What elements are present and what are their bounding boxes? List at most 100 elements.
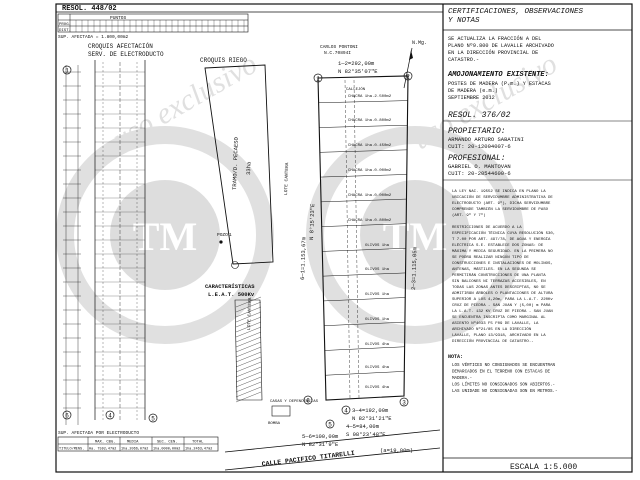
callejon-line-2 [353,79,360,399]
casas-box [271,405,291,417]
sup-r-total: 1ha.2463,47m2 [185,447,212,452]
vertex-4 [341,405,351,415]
note2-line: ANTENAS, MÁSTILES. EN LA SEGUNDA SE [452,267,537,272]
nota-line: LAS UNIDADE NO CONSIGNADAS SON EN METROS… [452,390,558,394]
bottom-rumbo-2: S 08°23'48"E [346,431,386,438]
note2-line: SE PODRÁ REALIZAR NINGÚN TIPO DE [452,255,529,260]
chacra-2: CHACRA 1ha.0.800m2 [348,118,392,123]
sup-r-media: 1ha.2066,07m2 [121,447,148,452]
bottom-dist-3: 5—6=100,00m [302,433,339,440]
main-parcel [317,75,409,401]
propietario-label: PROPIETARIO: [448,127,506,136]
callejon-label: CALLEJÓN [346,87,366,92]
lote-label: LOTE CANTERA [246,297,253,330]
nota-line: DEMARCADOS EN EL TERRENO CON ESTACAS DE [452,371,550,375]
notes-block-1: LA LEY NAC. 19552 SE INDICA EN PLANO LAU… [452,190,553,218]
note2-line: CRUZ DE PIEDRA - SAN JUAN Y (5,00) m PAR… [452,303,551,308]
top-rumbo: N 82°35'07"E [338,68,378,75]
note1-line: UBICACIÓN DE SERVIDUMBRE ADMINISTRATIVA … [452,195,553,200]
note1-line: (ART. 9º Y 7º) [452,212,486,218]
note2-line: RESTRICCIONES DE ACUERDO A LA [452,226,522,230]
amojonamiento-line: POSTES DE MADERA (P.m.) Y ESTACAS [448,81,551,87]
watermark-ring-left [56,126,274,344]
sup-h-total: TOTAL [192,441,204,445]
vertex-3-label: 3 [402,400,406,407]
right-side-dist: 2—3=1.115,05m [410,246,419,290]
watermark-disc-right [360,180,470,290]
propietario-name: ARMANDO ARTURO SABATINI [448,136,524,143]
note1-line: COMPRENDE TAMBIÉN LA SERVIDUMBRE DE PASO [452,207,549,212]
watermark-disc-left [110,180,220,290]
cert-title-2: Y NOTAS [448,17,480,25]
callejon-line-1 [344,79,351,399]
north-label: N.Mg. [412,40,427,46]
amojonamiento-line: SEPTIEMBRE 2012 [448,95,495,101]
casas-label: CASAS Y DEPENDENCIAS [270,400,319,404]
top-dist: 1—2=292,00m [338,60,375,67]
bottom-rumbo-1: N 82°31'21"E [352,415,392,422]
riego-parcel [204,64,274,265]
header-puntos: PUNTOS [110,15,127,21]
caracteristicas: CARACTERÍSTICAS [205,283,255,290]
vertex-4-label: 4 [344,408,348,415]
note1-line: LA LEY NAC. 19552 SE INDICA EN PLANO LA [452,190,546,194]
left-side-dist: 6—1=1.153,67m [299,236,308,280]
propietario-cuit: CUIT: 20-12004007-6 [448,143,511,150]
bomba-label: BOMBA [268,422,281,426]
watermark-logo-left: TM [133,214,197,259]
note2-line: SUPERIOR A LOS 4,20m, PARA LA L.A.T. 220… [452,298,553,302]
electroducto-strip [94,60,146,420]
sup-afectada: SUP. AFECTADA = 1.800,00m2 [58,34,129,40]
bottom-dist-2: 4—5=84,00m [346,423,380,430]
actualiza-line: PLANO Nº9.800 DE LAVALLE ARCHIVADO [448,43,554,49]
lote-cantera-side: LOTE CANTERA [283,162,290,195]
vertex-2-label: 2 [406,74,410,81]
pozo-label: POZO [217,232,228,238]
pozo-num: 1 [229,232,232,238]
olivos-5: OLIVOS 4ha [365,342,390,347]
olivos-7: OLIVOS 4ha [365,385,390,390]
actualiza-line: CATASTRO.- [448,57,479,63]
amojonamiento-line: DE MADERA (e.m.) [448,88,498,94]
header-dist: DIST. [59,29,71,33]
sup-table: MAX. CBG. MEDIA SEC. CEN. TOTAL TITULO/M… [57,436,219,452]
vertex-1 [313,73,323,83]
north-arrow-head [409,50,413,60]
escala: ESCALA 1:5.000 [510,463,577,472]
note2-line: LAVALLE, PLANO 13/9318, ARCHIVADO EN LA [452,333,546,338]
note1-line: ELECTRODUCTO (ART. 9º), DICHA SERVIDUMBR… [452,200,551,206]
note2-line: ARCHIVADO Nº21/85 EN LA DIRECCIÓN [452,326,532,332]
tramo-area: 33ha [245,161,252,175]
note2-line: TODAS LAS ZONAS ANTES DESCRIPTAS, NO SE [452,286,546,290]
nota-line: LOS LÍMITES NO CONSIGNADOS SON ABIERTOS.… [452,383,555,388]
profesional-name: GABRIEL O. MANTOVAN [448,163,511,170]
resol-top: RESOL. 448/02 [62,5,117,13]
bottom-dist-1: 3—4=192,00m [352,407,389,414]
sup-r-label: TITULO/MENS. [59,447,84,452]
nota-block: LOS VÉRTICES NO CONSIGNADOS SE ENCUENTRA… [452,363,558,394]
chacra-3: CHACRA 1ha.0.450m2 [348,143,392,148]
sup-h-media: MEDIA [127,441,139,445]
note2-line: ESPECIFICACIÓN TÉCNICA CUYA RESOLUCIÓN 5… [452,231,555,236]
vertex-3 [399,397,409,407]
amojonamiento-title: AMOJONAMIENTO EXISTENTE: [447,71,549,79]
notes-block-2: RESTRICCIONES DE ACUERDO A LAESPECIFICAC… [452,226,555,344]
header-table: PUNTOS PROG. DIST. [57,13,249,33]
note2-line: DIRECCIÓN PROVINCIAL DE CATASTRO.- [452,339,534,344]
serv-electroducto: SERV. DE ELECTRODUCTO [88,51,164,58]
outer-frame [55,3,633,473]
note2-line: SIN BALCONES NI TERRAZAS ACCESIBLES, EN [452,280,546,284]
nota-label: NOTA: [448,354,463,360]
note2-line: LA L.A.T. 132 KV CRUZ DE PIEDRA - SAN JU… [452,310,553,314]
chacra-6: CHACRA 1ha.0.800m2 [348,218,392,223]
vertex-5-label: 5 [328,422,332,429]
header-prog: PROG. [59,23,71,27]
vertex-1-label: 1 [316,76,320,83]
resol-right: RESOL. 376/02 [448,111,511,120]
olivos-6: OLIVOS 4ha [365,365,390,370]
lote-cantera-hatch [235,296,262,403]
note2-line: T 7-00 POR ART. 497/78, DE AGUA Y ENERGÍ… [452,237,551,242]
note2-line: CONSTRUCCIONES E INSTALACIONES DE MOLINO… [452,262,553,266]
